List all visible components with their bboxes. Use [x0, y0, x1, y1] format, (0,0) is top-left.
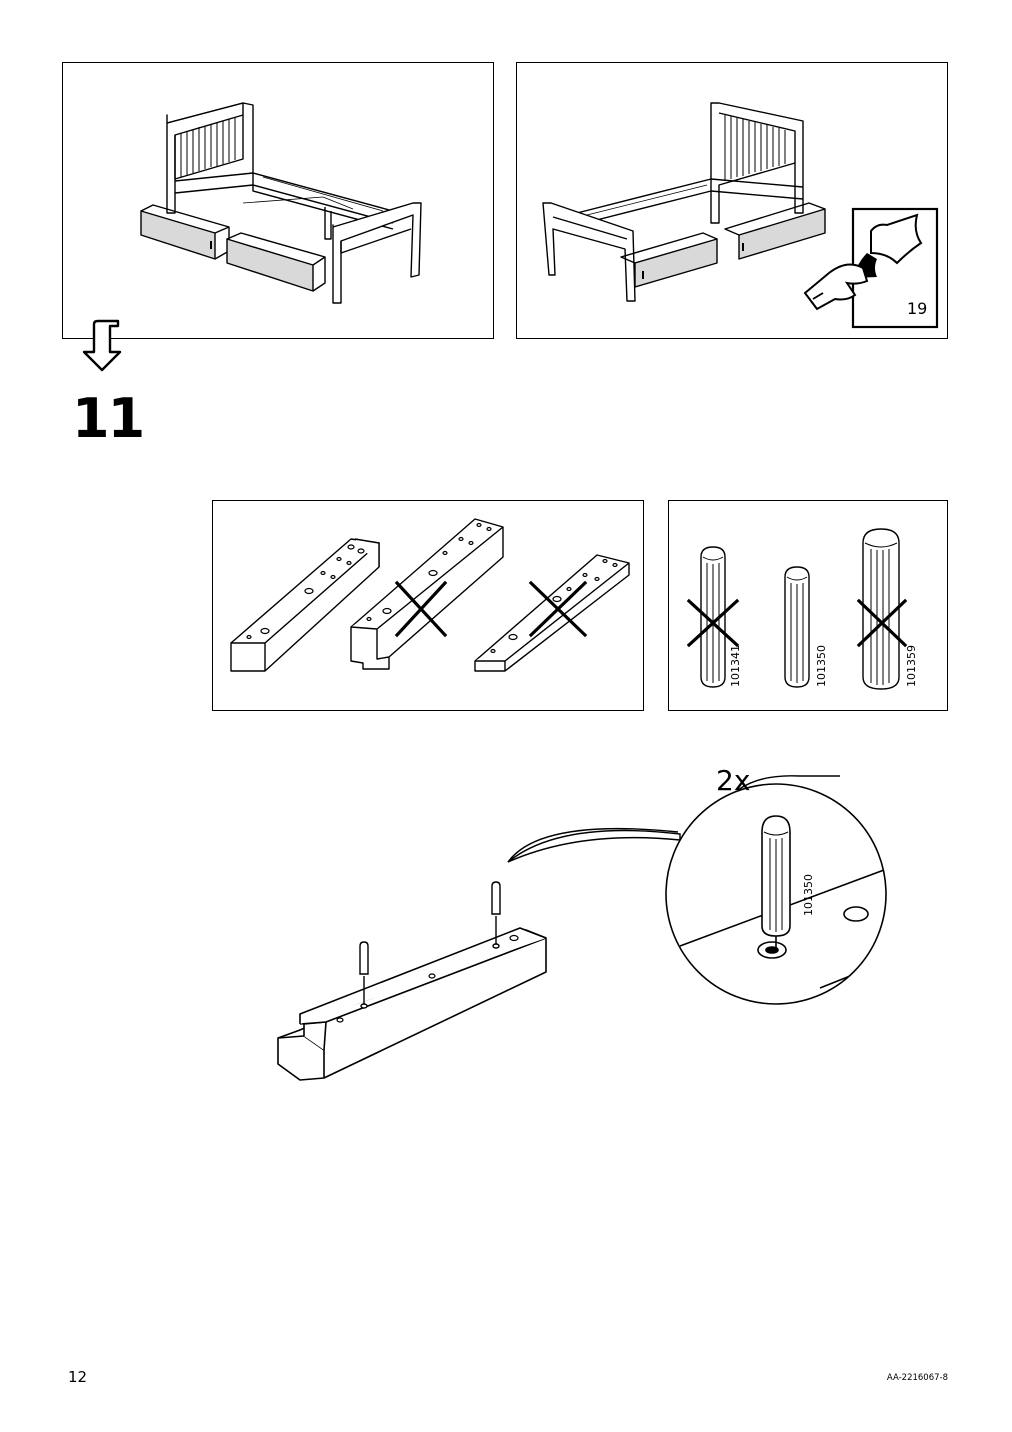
bed-drawers-panel [62, 62, 494, 339]
beam-selection-panel [212, 500, 644, 711]
cross-mark-icon [394, 580, 588, 638]
cross-mark-icon [686, 598, 908, 648]
dowel-code-101359: 101359 [905, 645, 918, 687]
bed-with-drawers-illustration [140, 102, 422, 304]
dowel-code-101350: 101350 [815, 645, 828, 687]
reference-page-number: 19 [907, 299, 928, 318]
detail-magnifier [665, 775, 887, 1005]
quantity-label: 2x [716, 764, 751, 797]
page-number: 12 [68, 1368, 88, 1386]
beam-options-illustration [230, 518, 630, 672]
detail-dowel-code: 101350 [802, 874, 815, 916]
dowel-code-101341: 101341 [729, 645, 742, 687]
bed-reversed-illustration [542, 102, 939, 329]
dowel-selection-panel: 101341 101350 101359 [668, 500, 948, 711]
beam-with-dowels-illustration [277, 775, 887, 1081]
step-number: 11 [72, 387, 145, 450]
turn-page-icon [803, 207, 939, 329]
down-arrow-icon [82, 319, 122, 372]
bed-reversed-panel: 19 [516, 62, 948, 339]
dowel-options-illustration [686, 528, 908, 690]
document-code: AA-2216067-8 [886, 1373, 948, 1383]
